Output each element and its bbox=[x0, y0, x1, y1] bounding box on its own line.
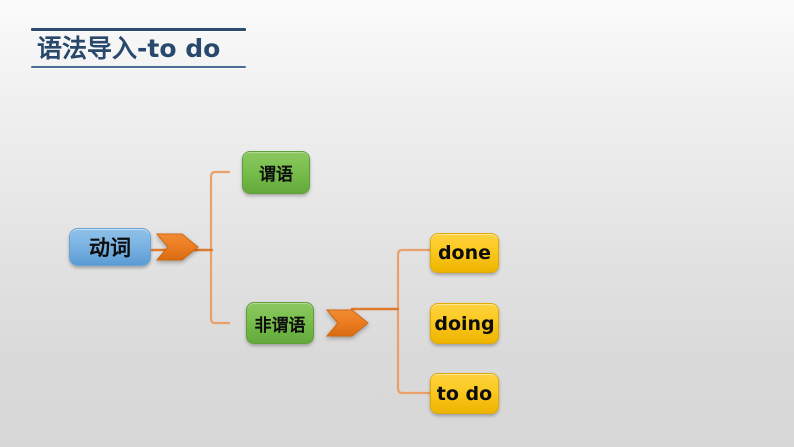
title-rule-top bbox=[31, 28, 246, 31]
page-title: 语法导入-to do bbox=[37, 34, 221, 63]
node-done[interactable]: done bbox=[430, 233, 499, 273]
node-verb[interactable]: 动词 bbox=[69, 228, 151, 266]
title-rule-bottom bbox=[31, 66, 246, 68]
node-predicate[interactable]: 谓语 bbox=[242, 151, 310, 194]
node-non-predicate[interactable]: 非谓语 bbox=[246, 302, 314, 344]
chevron-right-icon-verb bbox=[156, 233, 199, 261]
node-to-do[interactable]: to do bbox=[430, 373, 499, 414]
node-doing[interactable]: doing bbox=[430, 303, 499, 344]
chevron-right-icon-nonpredicate bbox=[326, 309, 369, 337]
slide-title-block: 语法导入-to do bbox=[31, 28, 246, 68]
